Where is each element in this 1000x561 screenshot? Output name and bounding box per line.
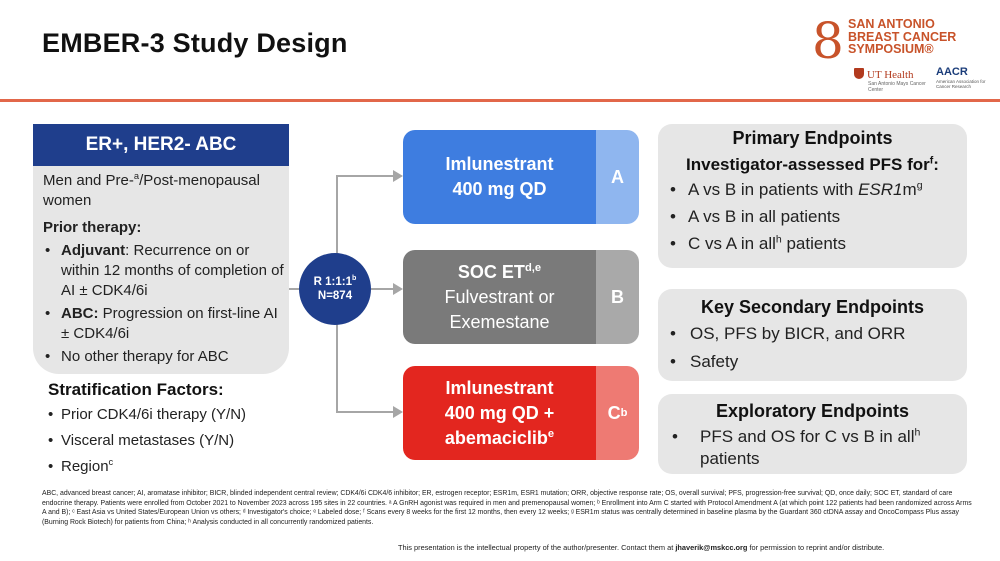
- connector-line: [371, 288, 393, 290]
- list-item: A vs B in patients with ESR1mg: [670, 179, 967, 201]
- connector-line: [336, 411, 393, 413]
- primary-endpoints-list: A vs B in patients with ESR1mg A vs B in…: [670, 179, 967, 255]
- exploratory-endpoints-box: Exploratory Endpoints PFS and OS for C v…: [658, 394, 967, 474]
- arm-b-treatment: SOC ETd,e Fulvestrant or Exemestane: [403, 250, 596, 344]
- exploratory-endpoints-title: Exploratory Endpoints: [715, 401, 910, 421]
- prior-therapy-list: Adjuvant: Recurrence on or within 12 mon…: [43, 241, 289, 367]
- ut-health-subtext: San Antonio Mays Cancer Center: [868, 81, 926, 93]
- sabcs-logo: 8 SAN ANTONIO BREAST CANCER SYMPOSIUM® U…: [812, 14, 992, 96]
- prior-therapy-title: Prior therapy:: [43, 219, 142, 236]
- population-header: ER+, HER2- ABC: [33, 124, 289, 166]
- population-box: ER+, HER2- ABC Men and Pre-a/Post-menopa…: [33, 124, 289, 374]
- copyright-footer: This presentation is the intellectual pr…: [398, 543, 885, 552]
- list-item: Regionc: [48, 457, 298, 477]
- primary-endpoints-box: Primary Endpoints Investigator-assessed …: [658, 124, 967, 268]
- secondary-endpoints-box: Key Secondary Endpoints OS, PFS by BICR,…: [658, 289, 967, 381]
- slide-title: EMBER-3 Study Design: [42, 28, 348, 58]
- exploratory-endpoints-list: PFS and OS for C vs B in allh patients: [672, 426, 967, 470]
- arrow-right-icon: [393, 283, 403, 295]
- ribbon-icon: 8: [812, 12, 844, 70]
- list-item: Safety: [670, 351, 967, 373]
- arm-c-treatment: Imlunestrant 400 mg QD + abemaciclibe: [403, 366, 596, 460]
- list-item: C vs A in allh patients: [670, 233, 967, 255]
- arm-a-letter: A: [596, 130, 639, 224]
- stratification-factors: Stratification Factors: Prior CDK4/6i th…: [48, 380, 298, 483]
- stratification-title: Stratification Factors:: [48, 380, 224, 399]
- primary-endpoints-title: Primary Endpoints: [732, 128, 893, 148]
- stratification-list: Prior CDK4/6i therapy (Y/N) Visceral met…: [48, 405, 298, 477]
- population-body: Men and Pre-a/Post-menopausal women Prio…: [43, 171, 289, 370]
- arrow-right-icon: [393, 170, 403, 182]
- arm-b-letter: B: [596, 250, 639, 344]
- ut-health-logo: UT Health: [854, 68, 914, 81]
- footnotes: ABC, advanced breast cancer; AI, aromata…: [42, 490, 972, 527]
- arrow-right-icon: [393, 406, 403, 418]
- connector-line: [289, 288, 301, 290]
- aacr-subtext: American Association for Cancer Research: [936, 79, 986, 89]
- list-item: Prior CDK4/6i therapy (Y/N): [48, 405, 298, 425]
- connector-line: [336, 175, 393, 177]
- partner-logos: UT Health San Antonio Mays Cancer Center…: [854, 66, 994, 96]
- list-item: OS, PFS by BICR, and ORR: [670, 323, 967, 345]
- list-item: No other therapy for ABC: [43, 347, 289, 367]
- list-item: Adjuvant: Recurrence on or within 12 mon…: [43, 241, 289, 301]
- list-item: PFS and OS for C vs B in allh patients: [672, 426, 967, 470]
- arm-a-box: Imlunestrant 400 mg QD A: [403, 130, 639, 224]
- contact-email[interactable]: jhaverik@mskcc.org: [675, 543, 748, 552]
- arm-b-box: SOC ETd,e Fulvestrant or Exemestane B: [403, 250, 639, 344]
- secondary-endpoints-list: OS, PFS by BICR, and ORR Safety: [670, 323, 967, 373]
- primary-endpoints-subtitle: Investigator-assessed PFS forf:: [686, 154, 939, 174]
- logo-text: SAN ANTONIO BREAST CANCER SYMPOSIUM®: [848, 17, 957, 56]
- randomization-circle: R 1:1:1b N=874: [299, 253, 371, 325]
- list-item: ABC: Progression on first-line AI ± CDK4…: [43, 304, 289, 344]
- population-description: Men and Pre-a/Post-menopausal women: [43, 171, 260, 209]
- shield-icon: [854, 68, 864, 79]
- title-rule: [0, 99, 1000, 102]
- list-item: Visceral metastases (Y/N): [48, 431, 298, 451]
- secondary-endpoints-title: Key Secondary Endpoints: [700, 297, 925, 317]
- list-item: A vs B in all patients: [670, 206, 967, 228]
- aacr-logo: AACR: [936, 66, 968, 78]
- arm-a-treatment: Imlunestrant 400 mg QD: [403, 130, 596, 224]
